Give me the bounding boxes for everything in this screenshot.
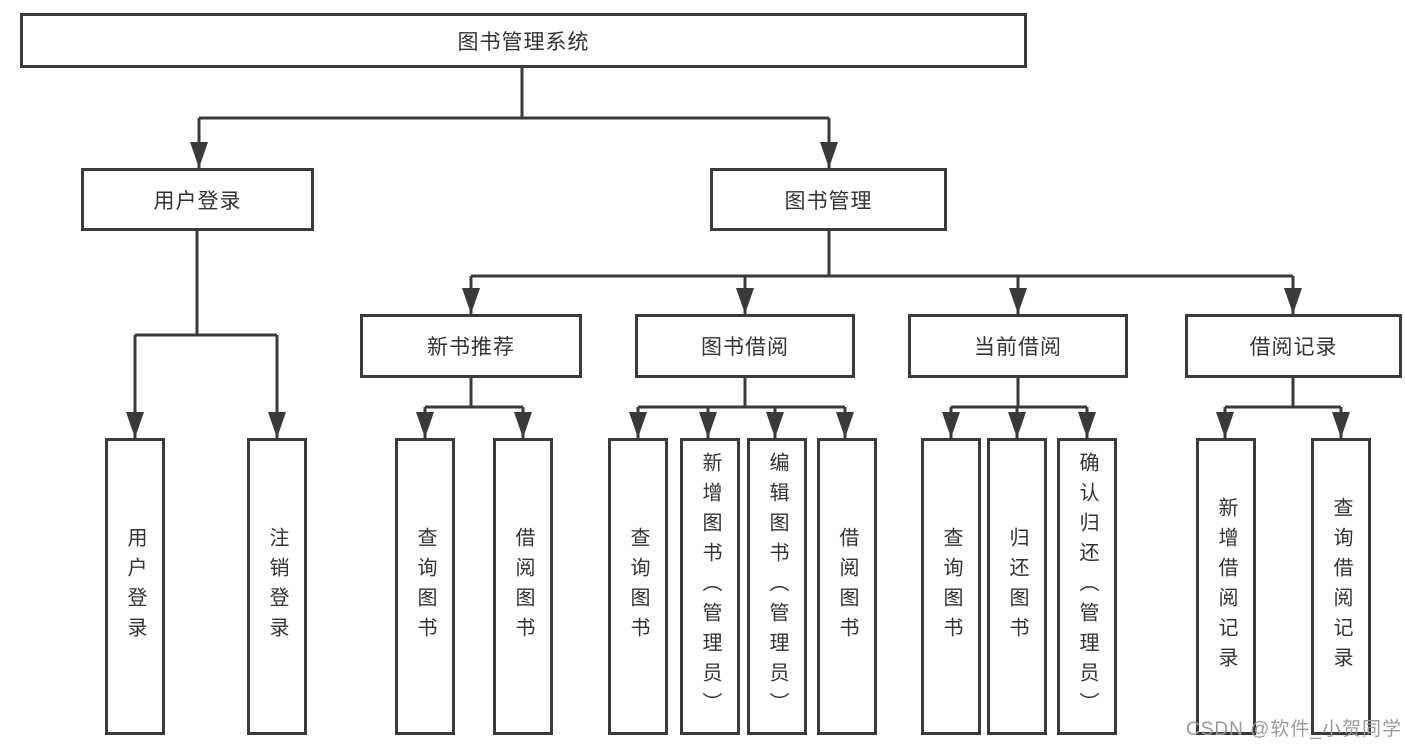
leaf-add-borrow-record: 新增借阅记录 bbox=[1196, 438, 1256, 735]
leaf-label: 查询图书 bbox=[940, 526, 962, 647]
leaf-label: 编辑图书（管理员） bbox=[766, 451, 788, 722]
connector-path bbox=[133, 68, 1343, 438]
node-book-borrowing: 图书借阅 bbox=[635, 314, 855, 378]
node-label: 用户登录 bbox=[153, 189, 242, 213]
leaf-confirm-return-admin: 确认归还（管理员） bbox=[1057, 438, 1117, 735]
leaf-label: 归还图书 bbox=[1006, 526, 1028, 647]
leaf-label: 注销登录 bbox=[266, 526, 288, 647]
leaf-return-book: 归还图书 bbox=[987, 438, 1047, 735]
leaf-user-login: 用户登录 bbox=[105, 438, 165, 735]
leaf-borrow-books: 借阅图书 bbox=[817, 438, 877, 735]
leaf-edit-book-admin: 编辑图书（管理员） bbox=[747, 438, 807, 735]
leaf-label: 新增借阅记录 bbox=[1215, 496, 1237, 677]
watermark: CSDN @软件_小贺同学 bbox=[1186, 719, 1402, 740]
leaf-label: 查询图书 bbox=[627, 526, 649, 647]
node-label: 图书管理 bbox=[784, 189, 873, 213]
node-label: 借阅记录 bbox=[1249, 336, 1338, 359]
node-label: 图书管理系统 bbox=[457, 30, 590, 54]
leaf-query-books-recommend: 查询图书 bbox=[395, 438, 455, 735]
node-current-borrowing: 当前借阅 bbox=[908, 314, 1128, 378]
leaf-query-books-current: 查询图书 bbox=[921, 438, 981, 735]
node-label: 当前借阅 bbox=[974, 336, 1062, 359]
node-book-management: 图书管理 bbox=[710, 168, 947, 231]
leaf-label: 借阅图书 bbox=[836, 526, 858, 647]
node-label: 新书推荐 bbox=[427, 336, 515, 359]
node-label: 图书借阅 bbox=[701, 336, 789, 359]
arrowheads bbox=[126, 142, 1350, 438]
node-library-management-system: 图书管理系统 bbox=[20, 13, 1027, 68]
leaf-query-books-borrow: 查询图书 bbox=[608, 438, 668, 735]
node-borrowing-records: 借阅记录 bbox=[1185, 314, 1402, 378]
node-user-login: 用户登录 bbox=[81, 168, 314, 231]
leaf-label: 查询图书 bbox=[414, 526, 436, 647]
leaf-label: 查询借阅记录 bbox=[1330, 496, 1352, 677]
leaf-label: 用户登录 bbox=[124, 526, 146, 647]
leaf-label: 新增图书（管理员） bbox=[699, 451, 721, 722]
node-new-book-recommendation: 新书推荐 bbox=[360, 314, 582, 378]
leaf-add-book-admin: 新增图书（管理员） bbox=[680, 438, 740, 735]
leaf-logout: 注销登录 bbox=[247, 438, 307, 735]
leaf-label: 确认归还（管理员） bbox=[1076, 451, 1098, 722]
leaf-borrow-books-recommend: 借阅图书 bbox=[493, 438, 553, 735]
leaf-query-borrow-record: 查询借阅记录 bbox=[1311, 438, 1371, 735]
leaf-label: 借阅图书 bbox=[512, 526, 534, 647]
